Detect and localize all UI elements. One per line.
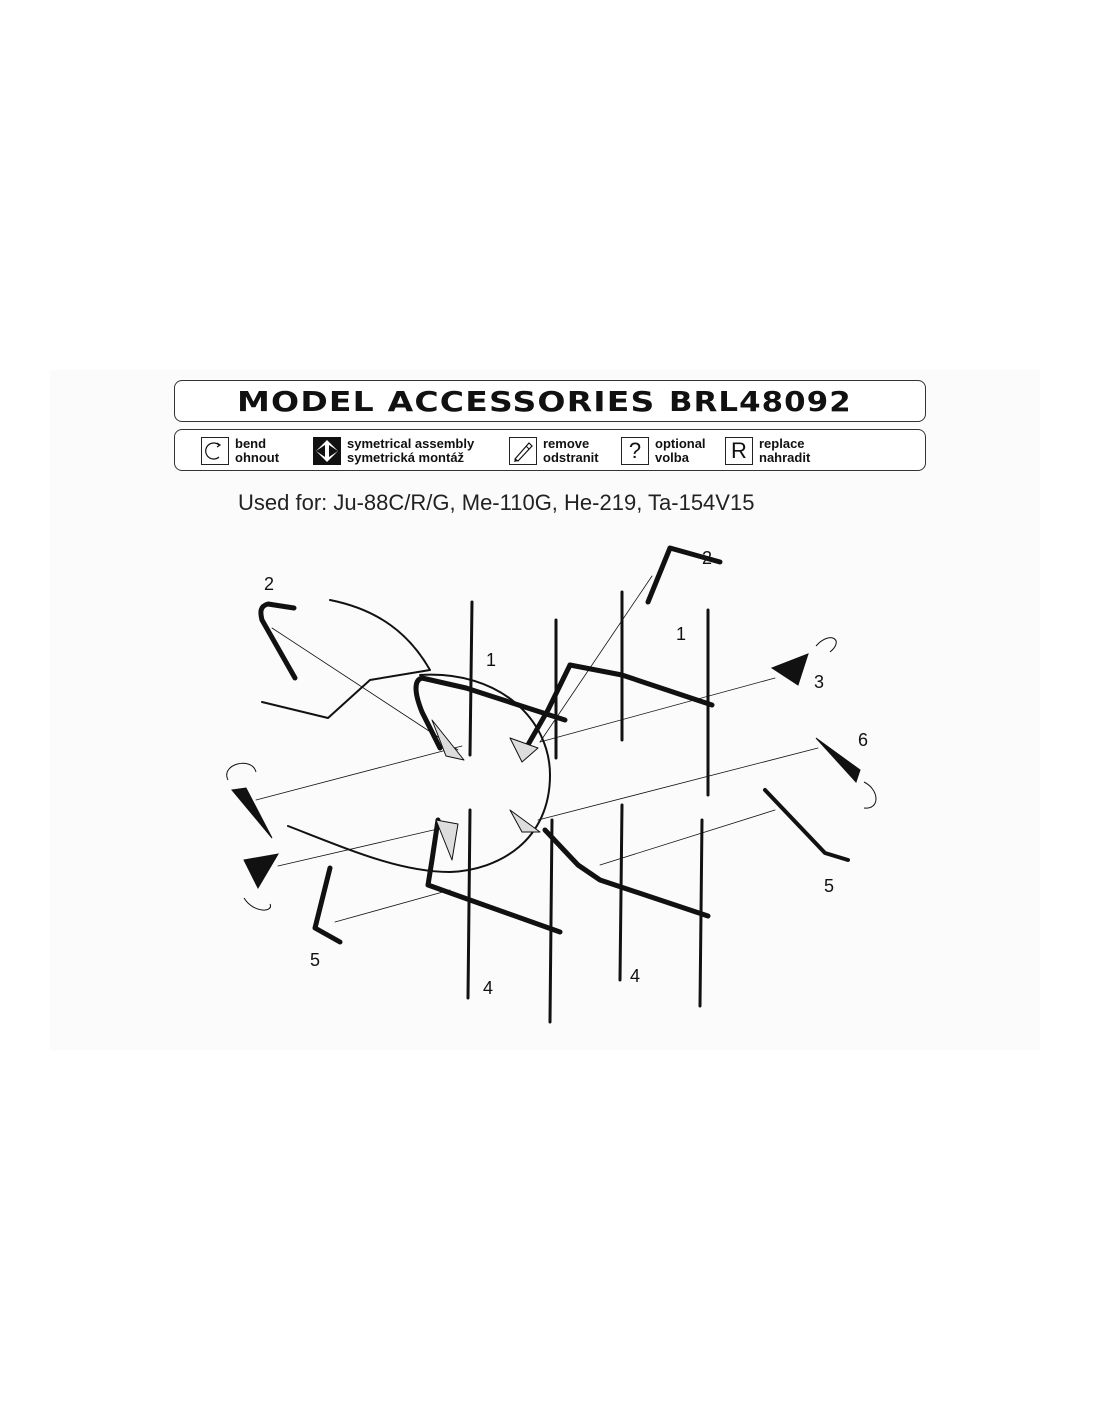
- symmetrical-assembly-icon: [313, 437, 341, 465]
- part-6-piece: [815, 737, 861, 783]
- guide-line: [599, 809, 776, 866]
- replace-icon: R: [725, 437, 753, 465]
- legend-label-en: replace: [759, 436, 805, 451]
- guide-line: [255, 745, 463, 801]
- part-left-lower-piece: [243, 853, 279, 890]
- legend-label-cz: odstranit: [543, 450, 599, 465]
- legend-label-cz: volba: [655, 450, 689, 465]
- instruction-sheet: [50, 370, 1040, 1050]
- part-label-1-left: 1: [486, 650, 497, 670]
- part-label-3: 3: [814, 672, 825, 692]
- assembly-diagram: 2 2 1 1 3 6 5 5 4 4: [200, 520, 900, 1030]
- part-label-2-left: 2: [264, 574, 275, 594]
- mast-5: [466, 808, 472, 1000]
- rotate-arrow-icon: [243, 897, 271, 911]
- canopy-outline: [261, 599, 431, 719]
- upper-right-support: [567, 662, 715, 708]
- mast-1: [468, 600, 474, 757]
- bracket-2-right: [645, 545, 723, 605]
- remove-icon: [509, 437, 537, 465]
- part-label-5-right: 5: [824, 876, 835, 896]
- legend-label-cz: ohnout: [235, 450, 280, 465]
- guide-line: [277, 827, 443, 867]
- rotate-arrow-icon: [226, 762, 257, 781]
- legend-item-symmetrical: symetrical assembly symetrická montáž: [313, 434, 474, 468]
- mast-6: [548, 818, 554, 1024]
- legend-item-replace: R replace nahradit: [725, 434, 810, 468]
- legend-label-en: remove: [543, 436, 590, 451]
- guide-line: [539, 575, 653, 743]
- part-label-5-left: 5: [310, 950, 321, 970]
- guide-line: [271, 627, 459, 751]
- optional-icon: ?: [621, 437, 649, 465]
- lower-left-support: [425, 817, 563, 935]
- legend-label-en: optional: [655, 436, 706, 451]
- bracket-2-left: [258, 601, 298, 681]
- bracket-5-right: [763, 788, 850, 862]
- bend-icon: [201, 437, 229, 465]
- upper-right-strut: [522, 662, 573, 753]
- part-left-upper-piece: [231, 787, 273, 839]
- product-code: BRL48092: [669, 385, 852, 418]
- part-label-4-right: 4: [630, 966, 641, 986]
- rotate-arrow-icon: [863, 781, 877, 809]
- fitting: [435, 819, 459, 861]
- fitting: [509, 737, 539, 763]
- guide-line: [537, 747, 819, 821]
- guide-line: [539, 677, 776, 743]
- legend-label-cz: symetrická montáž: [347, 450, 465, 465]
- product-title: MODEL ACCESSORIES: [237, 385, 656, 418]
- assembly-drawing: [226, 545, 877, 1024]
- canopy-arc: [287, 673, 551, 873]
- bracket-5-left: [312, 865, 343, 945]
- legend-label-cz: nahradit: [759, 450, 811, 465]
- legend-label-en: bend: [235, 436, 267, 451]
- legend-item-remove: remove odstranit: [509, 434, 599, 468]
- fitting: [431, 719, 465, 761]
- fitting: [509, 809, 541, 833]
- part-label-2-right: 2: [702, 548, 713, 568]
- legend-item-optional: ? optional volba: [621, 434, 706, 468]
- legend-bar: bend ohnout symetrical assembly symetric…: [174, 429, 926, 471]
- lower-right-support: [542, 827, 711, 919]
- upper-left-support: [413, 675, 469, 751]
- legend-label-en: symetrical assembly: [347, 436, 475, 451]
- part-label-6: 6: [858, 730, 869, 750]
- rotate-arrow-icon: [815, 637, 837, 653]
- compatibility-text: Used for: Ju-88C/R/G, Me-110G, He-219, T…: [238, 490, 755, 515]
- guide-line: [334, 889, 451, 923]
- part-3-piece: [770, 653, 809, 686]
- upper-left-crossbar: [463, 685, 568, 723]
- part-label-1-right: 1: [676, 624, 687, 644]
- part-label-4-left: 4: [483, 978, 494, 998]
- title-bar: MODEL ACCESSORIES BRL48092: [174, 380, 926, 422]
- legend-item-bend: bend ohnout: [201, 434, 279, 468]
- mast-7: [618, 803, 624, 982]
